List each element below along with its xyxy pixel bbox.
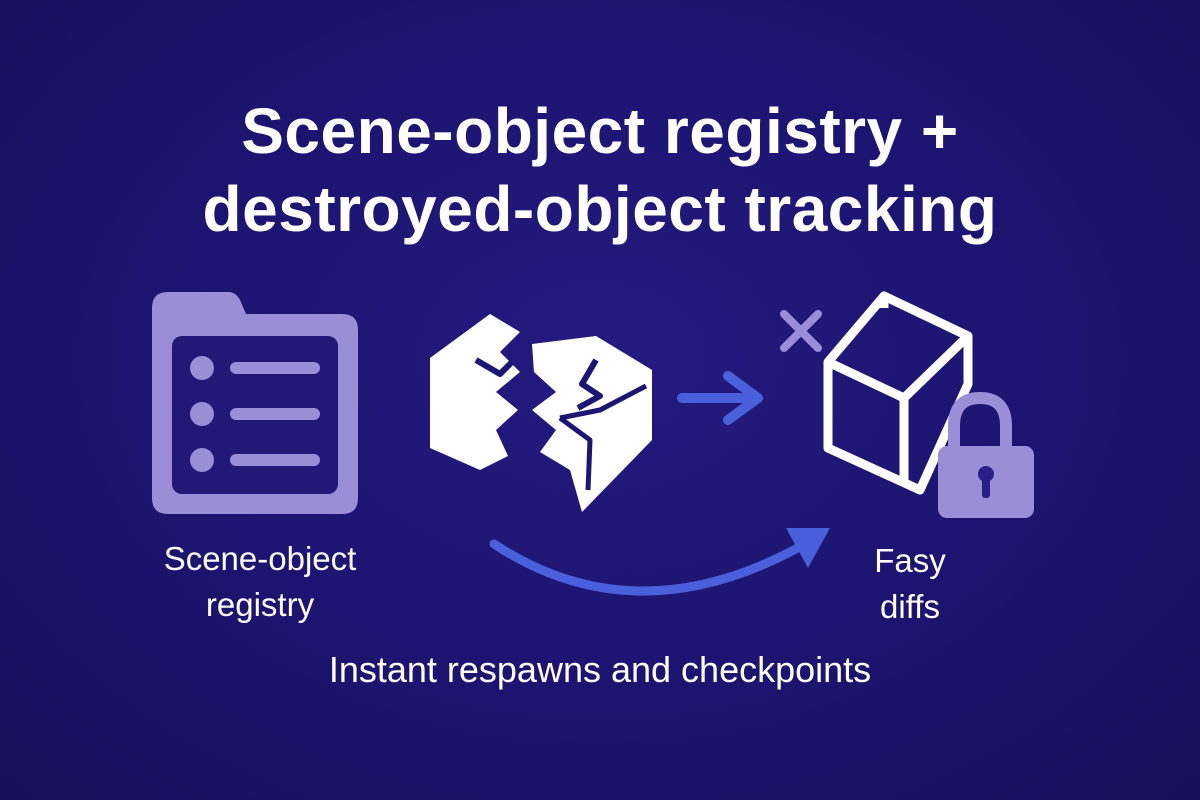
arrow-right-icon — [677, 371, 763, 425]
diffs-label-line-1: Fasy — [874, 542, 946, 579]
cube-outline-icon — [823, 291, 973, 495]
folder-list-icon — [152, 292, 358, 514]
curved-arrow-icon — [489, 528, 830, 596]
registry-label-line-2: registry — [205, 586, 315, 623]
registry-label: Scene-object registry — [120, 536, 400, 628]
diffs-label: Fasy diffs — [830, 538, 990, 630]
title-line-1: Scene-object registry + — [241, 95, 959, 167]
padlock-icon — [938, 391, 1034, 518]
caption: Instant respawns and checkpoints — [328, 649, 872, 690]
registry-label-line-1: Scene-object — [163, 540, 357, 577]
diagram-title: Scene-object registry + destroyed-object… — [0, 92, 1200, 248]
diffs-label-line-2: diffs — [880, 588, 940, 625]
x-mark-icon — [780, 310, 822, 352]
broken-cube-icon — [430, 314, 652, 512]
title-line-2: destroyed-object tracking — [202, 173, 998, 245]
